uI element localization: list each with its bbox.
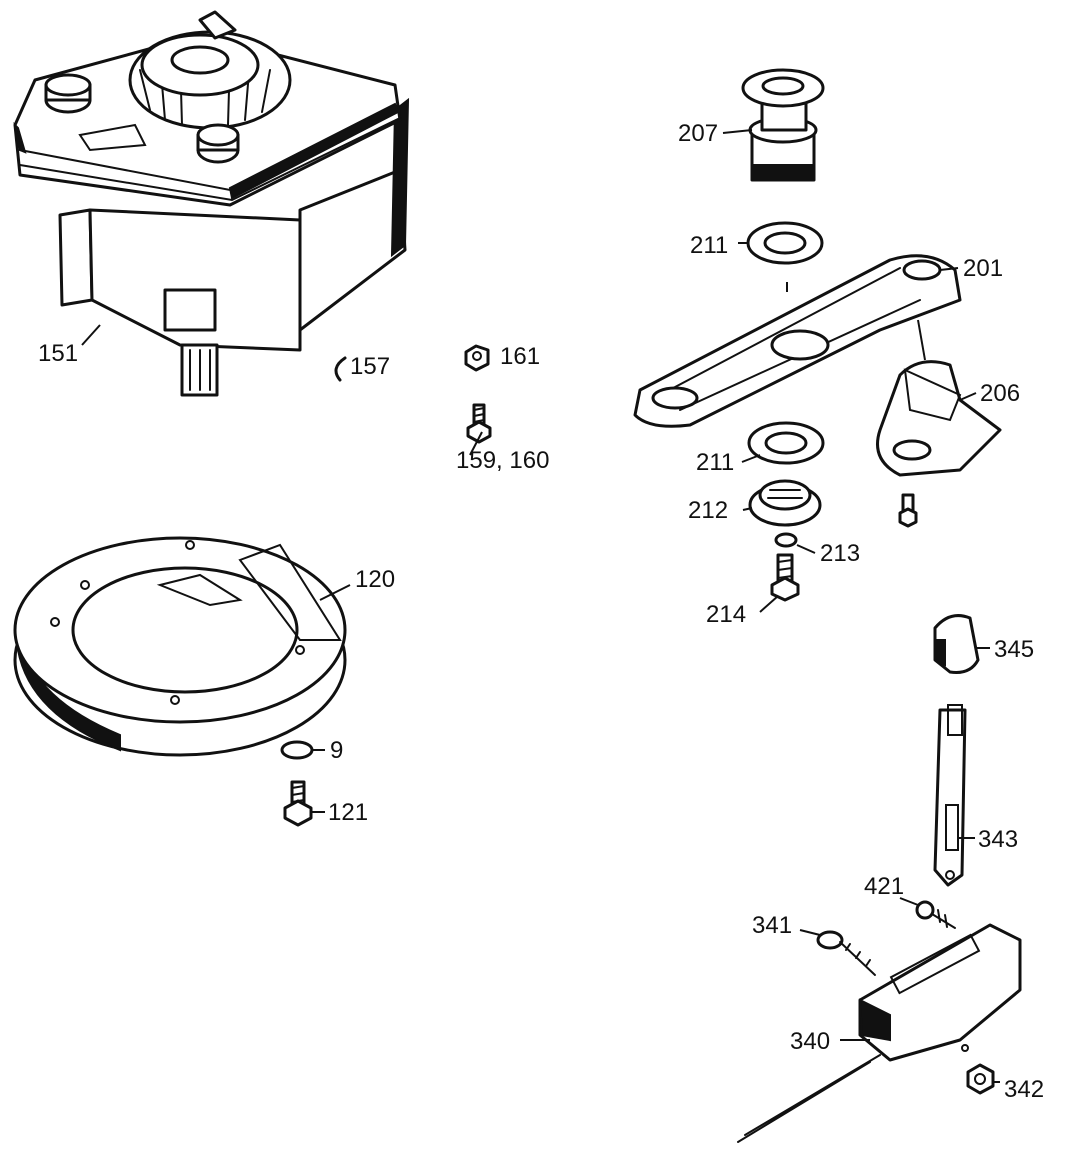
callout-201: 201 <box>963 255 1003 282</box>
callout-9: 9 <box>330 737 343 764</box>
washer-part <box>280 740 314 760</box>
lever-part <box>933 704 967 887</box>
callout-341: 341 <box>752 912 792 939</box>
flywheel-ring-part <box>13 536 347 757</box>
callout-211-upper: 211 <box>690 232 728 259</box>
callout-342: 342 <box>1004 1076 1044 1103</box>
stiffener-part <box>876 360 1002 477</box>
screw-part <box>283 780 313 827</box>
adapter-part <box>741 68 825 182</box>
callout-214: 214 <box>706 601 746 628</box>
callout-207: 207 <box>678 120 718 147</box>
callout-421: 421 <box>864 873 904 900</box>
blade-part <box>633 254 962 428</box>
callout-212: 212 <box>688 497 728 524</box>
hub-part <box>748 479 822 527</box>
bolt-part <box>770 553 800 602</box>
callout-213: 213 <box>820 540 860 567</box>
leader-lines <box>81 129 1000 1083</box>
callout-340: 340 <box>790 1028 830 1055</box>
callout-161: 161 <box>500 343 540 370</box>
bracket-part <box>737 923 1022 1143</box>
washer-part <box>747 421 825 465</box>
screw-part <box>915 900 956 929</box>
callout-157: 157 <box>350 353 390 380</box>
callout-206: 206 <box>980 380 1020 407</box>
callout-labels: 151 157 161 159, 160 120 9 121 207 211 2… <box>38 120 1044 1103</box>
washer-part <box>746 221 824 265</box>
callout-121: 121 <box>328 799 368 826</box>
callout-345: 345 <box>994 636 1034 663</box>
callout-159-160: 159, 160 <box>456 447 549 474</box>
engine-part <box>13 10 410 397</box>
callout-151: 151 <box>38 340 78 367</box>
grip-part <box>933 614 980 674</box>
bolt-part <box>816 930 876 976</box>
callout-120: 120 <box>355 566 395 593</box>
nut-part <box>464 344 490 372</box>
screw-part <box>466 403 492 444</box>
callout-343: 343 <box>978 826 1018 853</box>
callout-211-lower: 211 <box>696 449 734 476</box>
nut-part <box>966 1063 995 1095</box>
lockwasher-part <box>774 532 798 548</box>
clip-part <box>334 356 347 382</box>
screw-part <box>898 493 918 528</box>
